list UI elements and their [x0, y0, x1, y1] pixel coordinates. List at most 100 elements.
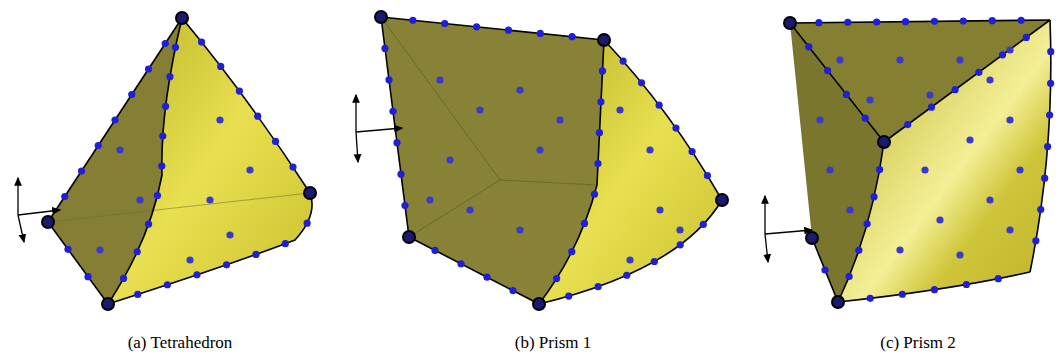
interior-point	[516, 86, 523, 93]
interior-point	[846, 206, 853, 213]
interior-point	[626, 256, 633, 263]
node-point	[867, 295, 874, 302]
node-point	[595, 283, 602, 290]
node-point	[1018, 17, 1025, 24]
node-point	[931, 18, 938, 25]
corner-vertex	[878, 136, 890, 148]
node-point	[162, 103, 169, 110]
node-point	[597, 98, 604, 105]
node-point	[254, 113, 261, 120]
interior-point	[616, 106, 623, 113]
node-point	[873, 18, 880, 25]
node-point	[401, 202, 408, 209]
node-point	[620, 57, 627, 64]
node-point	[805, 43, 812, 50]
interior-point	[96, 246, 103, 253]
node-point	[553, 275, 560, 282]
node-point	[111, 116, 118, 123]
node-point	[704, 172, 711, 179]
node-point	[409, 17, 416, 24]
node-point	[217, 63, 224, 70]
node-point	[902, 18, 909, 25]
corner-vertex	[533, 298, 545, 310]
interior-point	[446, 156, 453, 163]
node-point	[700, 221, 707, 228]
node-point	[509, 287, 516, 294]
node-point	[120, 275, 127, 282]
corner-vertex	[375, 11, 387, 23]
node-point	[870, 193, 877, 200]
node-point	[568, 248, 575, 255]
corner-vertex	[304, 187, 316, 199]
corner-vertex	[102, 298, 114, 310]
node-point	[599, 67, 606, 74]
node-point	[61, 193, 68, 200]
corner-vertex	[832, 296, 844, 308]
node-point	[594, 160, 601, 167]
tetrahedron	[18, 12, 316, 310]
interior-point	[436, 76, 443, 83]
node-point	[381, 45, 388, 52]
node-point	[393, 139, 400, 146]
node-point	[677, 241, 684, 248]
corner-vertex	[403, 231, 415, 243]
node-point	[166, 73, 173, 80]
node-point	[855, 247, 862, 254]
node-point	[963, 281, 970, 288]
node-point	[236, 88, 243, 95]
node-point	[457, 260, 464, 267]
prism-two	[765, 17, 1054, 308]
node-point	[304, 220, 311, 227]
node-point	[289, 163, 296, 170]
interior-point	[216, 116, 223, 123]
node-point	[389, 108, 396, 115]
interior-point	[1006, 226, 1013, 233]
node-point	[623, 272, 630, 279]
subfigure-caption: (c) Prism 2	[880, 333, 956, 353]
corner-vertex	[598, 34, 610, 46]
node-point	[431, 247, 438, 254]
subfigure-caption: (a) Tetrahedron	[128, 333, 233, 353]
node-point	[821, 266, 828, 273]
interior-point	[646, 146, 653, 153]
interior-point	[656, 206, 663, 213]
node-point	[995, 275, 1002, 282]
node-point	[656, 102, 663, 109]
interior-point	[1016, 166, 1023, 173]
node-point	[591, 191, 598, 198]
node-point	[989, 17, 996, 24]
node-point	[1041, 175, 1048, 182]
node-point	[134, 291, 141, 298]
interior-point	[836, 56, 843, 63]
node-point	[282, 240, 289, 247]
interior-point	[536, 146, 543, 153]
node-point	[688, 148, 695, 155]
node-point	[824, 67, 831, 74]
node-point	[581, 220, 588, 227]
node-point	[159, 133, 166, 140]
node-point	[78, 167, 85, 174]
node-point	[223, 261, 230, 268]
node-point	[272, 138, 279, 145]
interior-point	[116, 146, 123, 153]
interior-point	[136, 196, 143, 203]
node-point	[960, 17, 967, 24]
prism-one	[356, 11, 728, 310]
node-point	[158, 162, 165, 169]
node-point	[876, 166, 883, 173]
interior-point	[826, 166, 833, 173]
interior-point	[921, 166, 928, 173]
interior-point	[896, 246, 903, 253]
interior-point	[186, 256, 193, 263]
node-point	[975, 69, 982, 76]
node-point	[846, 273, 853, 280]
corner-vertex	[176, 12, 188, 24]
subfigure-caption: (b) Prism 1	[515, 333, 592, 353]
node-point	[1047, 80, 1054, 87]
interior-point	[466, 206, 473, 213]
interior-point	[956, 56, 963, 63]
interior-point	[956, 251, 963, 258]
node-point	[95, 142, 102, 149]
corner-vertex	[806, 232, 818, 244]
interior-point	[1006, 46, 1013, 53]
